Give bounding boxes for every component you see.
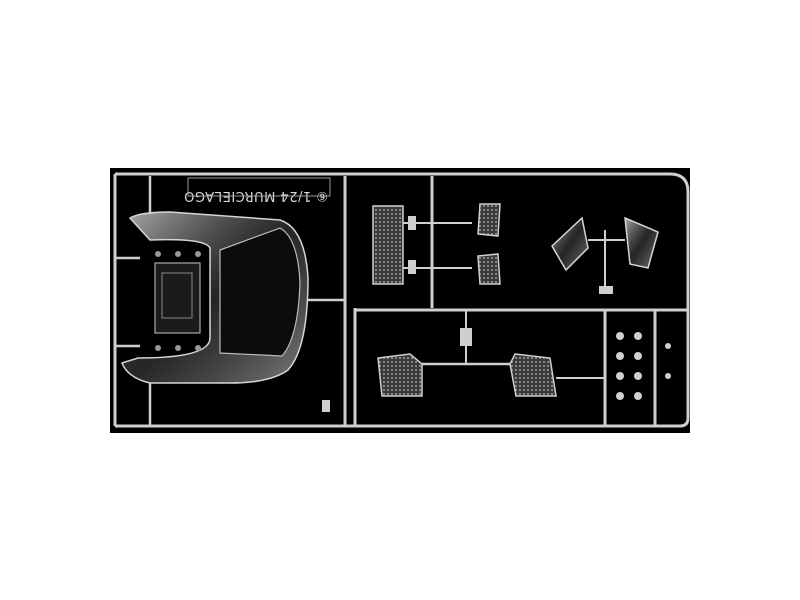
canopy-part bbox=[115, 176, 345, 426]
small-lens-grid bbox=[616, 332, 671, 400]
side-windows-part bbox=[551, 216, 659, 294]
taillight-part bbox=[377, 310, 605, 397]
headlight-part bbox=[372, 205, 472, 285]
sprue-photo: ⑥ 1/24 MURCIELAGO bbox=[110, 168, 690, 433]
sprue-label-box bbox=[187, 177, 331, 197]
lens-parts bbox=[477, 203, 501, 285]
sprue-image: ⑥ 1/24 MURCIELAGO bbox=[113, 172, 690, 428]
